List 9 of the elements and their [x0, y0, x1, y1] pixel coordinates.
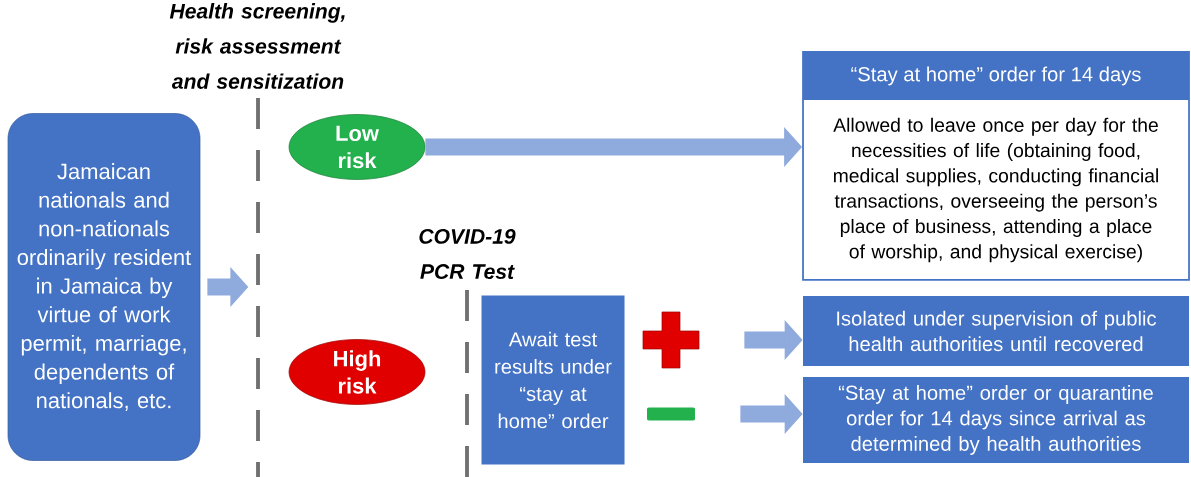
group-box: Jamaican nationals and non-nationals ordinarily resident in Jamaica by virtue of work permit, marriage, dependents of nationals, etc.	[7, 113, 201, 461]
test-box: Await test results under “stay at home” order	[481, 295, 625, 465]
minus-sign	[647, 407, 695, 421]
heading-label: Health screening, risk assessment and sensitization	[169, 3, 345, 89]
outcome-box: “Stay at home” order for 14 days Allowed to leave once per day for the necessities of life (obtaining food, medical supplies, conducting financial transactions, overseeing the person’s place of business, attending a place of worship, and physical exercise)	[802, 51, 1190, 281]
outcome-box: Isolated under supervision of public health authorities until recovered	[803, 296, 1189, 366]
outcome-box: “Stay at home” order or quarantine order for 14 days since arrival as determined by health authorities	[803, 377, 1189, 463]
plus-sign	[642, 311, 700, 369]
heading-label: COVID-19 PCR Test	[419, 228, 516, 279]
